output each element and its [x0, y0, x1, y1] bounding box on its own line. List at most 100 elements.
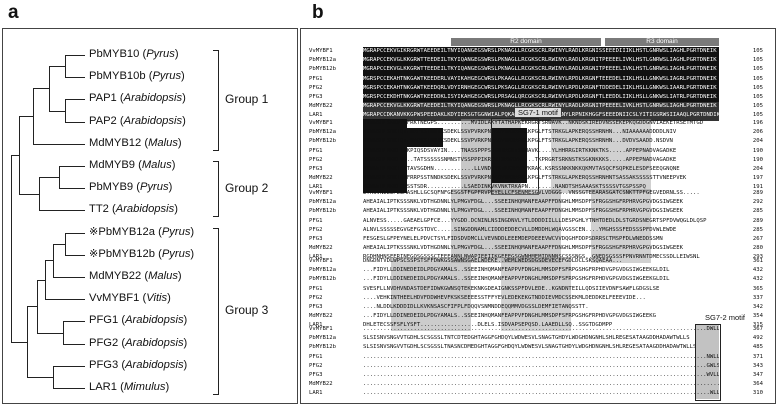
similar-shading — [451, 189, 561, 263]
sequence-name: PbMYB12a — [309, 199, 336, 206]
leaf-species-name: Pyrus — [161, 225, 191, 238]
leaf-gene-name: PbMYB12a — [98, 225, 155, 238]
leaf-species-name: Arabidopsis — [125, 358, 184, 371]
tree-branch — [53, 277, 85, 278]
tree-branch — [63, 321, 64, 345]
tree-branch — [59, 166, 60, 190]
tree-branch — [39, 177, 59, 179]
tree-branch — [65, 99, 66, 123]
residue-position: 105 — [752, 112, 763, 119]
residue-position: 280 — [752, 245, 763, 252]
group-bracket — [213, 50, 219, 151]
sequence-residues: ........................................… — [363, 381, 719, 388]
tree-branch — [53, 365, 85, 367]
residue-position: 337 — [752, 294, 763, 301]
residue-position: 105 — [752, 84, 763, 91]
tree-branch — [33, 88, 34, 145]
residue-position: 361 — [752, 258, 763, 264]
panel-b-label: b — [312, 2, 324, 23]
sequence-residues: SVESFLLNVDHVNDASTDEFIDWKGWNSQTEKEKNKGDEA… — [363, 285, 660, 292]
residue-position: 105 — [752, 66, 763, 73]
conserved-shading — [491, 128, 527, 184]
tree-branch — [37, 279, 45, 281]
sequence-name: PbMYB12a — [309, 267, 336, 274]
alignment-row: VvMYBF1.................................… — [301, 325, 775, 334]
residue-position: 342 — [752, 304, 763, 310]
sequence-name: PFG2 — [309, 84, 323, 91]
sequence-name: VvMYBF1 — [309, 258, 333, 264]
sequence-residues: NYWNSHLSRKIQTFRRPSSTNNDKSDEKLSSVPVRKPNPA… — [363, 129, 677, 136]
r2-domain-bar: R2 domain — [451, 38, 601, 46]
residue-position: 191 — [752, 184, 763, 191]
tree-branch — [27, 306, 37, 308]
residue-position: 206 — [752, 129, 763, 136]
leaf-gene-name: PFG1 — [89, 314, 119, 327]
tree-branch — [65, 77, 85, 79]
tree-branch — [27, 306, 28, 378]
tree-branch — [27, 376, 53, 378]
residue-position: 492 — [752, 335, 763, 342]
panel-a-label: a — [8, 2, 19, 23]
sequence-residues: ...FIDYLLDDINEDEIDLPDGYAMALS..SSEEINHQMA… — [363, 267, 670, 274]
residue-position: 364 — [752, 381, 763, 388]
tree-branch — [49, 66, 50, 112]
tree-leaf-label: LAR1 (Mimulus) — [89, 381, 170, 393]
sequence-name: LAR1 — [309, 184, 323, 191]
alignment-row: PbMYB12a ...FIDYLLDDINEDEIDLPDGYAMALS..SS… — [301, 266, 775, 275]
residue-position: 310 — [752, 390, 763, 397]
sequence-name: PFG2 — [309, 294, 323, 301]
residue-position: 105 — [752, 103, 763, 110]
residue-position: 196 — [752, 120, 763, 126]
alignment-row: PbMYB12b...FIDYLLDDINEDEIDLPDGYAMALS..SS… — [301, 275, 775, 284]
sg7-2-motif-label: SG7-2 motif — [705, 313, 745, 322]
residue-position: 105 — [752, 48, 763, 54]
sequence-name: PbMYB12a — [309, 335, 336, 342]
residue-position: 285 — [752, 226, 763, 233]
conserved-shading — [363, 47, 719, 103]
sequence-residues: SLSISNVSNGVVTGDHLSCSGSSLTNASNCDMEDGHTAGG… — [363, 344, 697, 351]
group-label: Group 3 — [225, 303, 269, 318]
sequence-residues: ALNVLSSSSSEGVGEFGSTDVC.....SINGDDNAMLCID… — [363, 226, 677, 233]
leaf-species-name: Pyrus — [140, 181, 169, 194]
tree-leaf-label: ※PbMYB12a (Pyrus) — [89, 225, 195, 238]
residue-position: 365 — [752, 285, 763, 292]
sequence-name: PFG2 — [309, 226, 323, 233]
tree-leaf-label: TT2 (Arabidopsis) — [89, 203, 178, 216]
sequence-name: PFG2 — [309, 362, 323, 369]
tree-branch — [19, 116, 33, 118]
leaf-gene-name: PbMYB9 — [89, 181, 134, 194]
tree-leaf-label: PFG3 (Arabidopsis) — [89, 358, 188, 371]
alignment-row: PFG1....................................… — [301, 353, 775, 362]
sequence-residues: ....NLDDLKDDDIDLLKVKNSASCFIFPLFDQQVSNMND… — [363, 304, 589, 310]
residue-position: 105 — [752, 75, 763, 82]
sequence-residues: NHWNTHLRKKLGPSSTSDR...........LSAEDINKVK… — [363, 184, 646, 191]
leaf-species-name: Pyrus — [152, 70, 182, 83]
group-label: Group 2 — [225, 181, 269, 196]
tree-branch — [49, 110, 65, 112]
residue-position: 204 — [752, 166, 763, 172]
tree-leaf-label: PbMYB9 (Pyrus) — [89, 181, 173, 194]
sequence-name: PFG1 — [309, 285, 323, 292]
sequence-residues: MGRAPCCEKVGLKKGRWTTEEDEILTKYIQANGEGSWRSL… — [363, 66, 717, 73]
leaf-species-name: Arabidopsis — [125, 314, 184, 327]
sequence-residues: SLSISNVSNGVVTGDHLSCSGSSLTNTCDTEDGHTAGGFG… — [363, 335, 690, 342]
motif-label-text: SG7-2 motif — [705, 313, 746, 322]
leaf-gene-name: PFG2 — [89, 336, 119, 349]
sequence-residues: MGRSPCCEKDHTNKGAWTKEEDDKLISYIKAHGEGCWRSL… — [363, 94, 717, 100]
residue-position: 204 — [752, 138, 763, 145]
similar-shading — [551, 119, 651, 193]
residue-position: 105 — [752, 57, 763, 64]
sequence-residues: ...FIDYLLDDINEDEIDLPDGYAMALS..SSEEINHQMA… — [363, 313, 656, 320]
leaf-species-name: Arabidopsis — [123, 92, 183, 105]
